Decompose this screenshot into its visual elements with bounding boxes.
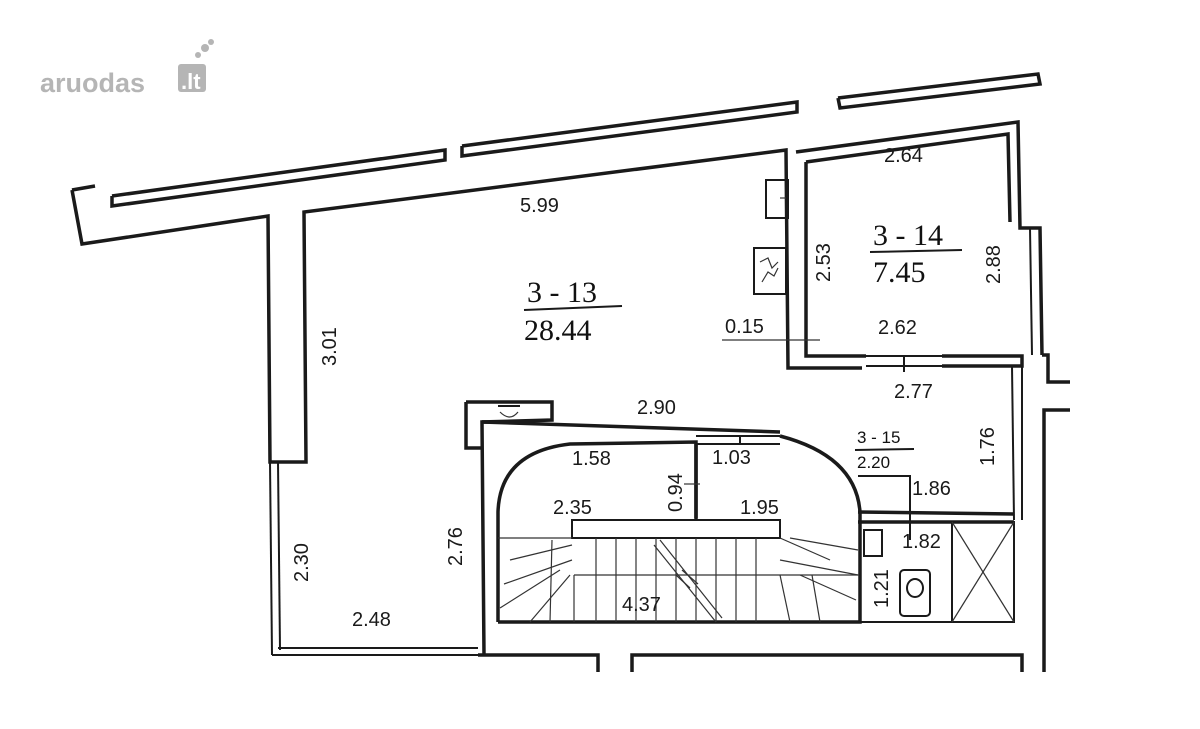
dim-2-35: 2.35 — [553, 497, 592, 519]
logo-smoke-icon-2 — [201, 44, 209, 52]
dim-5-99: 5.99 — [520, 195, 559, 217]
dim-3-01: 3.01 — [319, 327, 341, 366]
logo-smoke-icon-3 — [208, 39, 214, 45]
electrical-panel-icon — [753, 247, 787, 295]
room-label-3-13: 3 - 13 28.44 — [523, 276, 623, 347]
dim-1-82: 1.82 — [902, 531, 941, 553]
dim-2-88: 2.88 — [983, 245, 1005, 284]
dim-1-95: 1.95 — [740, 497, 779, 519]
toilet-icon — [899, 569, 931, 617]
room-3-14-walls — [795, 120, 1070, 672]
logo-brand-text: aruodas — [40, 68, 145, 98]
dim-2-76: 2.76 — [445, 527, 467, 566]
stair-treads — [498, 537, 860, 623]
dimension-lines — [684, 339, 820, 485]
stair-left-arch — [496, 440, 698, 622]
dim-2-48: 2.48 — [352, 609, 391, 631]
room-label-3-15: 3 - 15 2.20 — [854, 428, 915, 472]
room-3-15-area: 2.20 — [857, 453, 890, 472]
dim-2-30: 2.30 — [291, 543, 313, 582]
logo-house-shape — [178, 64, 206, 92]
room-3-15-walls — [857, 475, 1015, 623]
dim-4-37: 4.37 — [622, 594, 661, 616]
dim-1-03: 1.03 — [712, 447, 751, 469]
room-3-15-number: 3 - 15 — [857, 428, 900, 447]
dim-1-21: 1.21 — [871, 569, 893, 608]
room-3-13-number: 3 - 13 — [527, 276, 597, 309]
logo-smoke-icon — [195, 52, 201, 58]
stair-spine — [571, 519, 781, 539]
sink-icon — [499, 411, 519, 418]
top-outer-wall — [110, 72, 1043, 209]
basin-icon — [863, 529, 883, 557]
dim-2-64: 2.64 — [884, 145, 923, 167]
radiator-box — [765, 179, 789, 219]
dim-2-77: 2.77 — [894, 381, 933, 403]
dim-2-53: 2.53 — [813, 243, 835, 282]
room-label-3-14: 3 - 14 7.45 — [869, 219, 963, 289]
aruodas-logo: aruodas .lt — [40, 39, 214, 98]
dim-1-86: 1.86 — [912, 478, 951, 500]
wall-fixtures — [753, 179, 789, 295]
stair-right-arch — [498, 434, 862, 624]
dim-1-76: 1.76 — [977, 427, 999, 466]
room-3-13-walls — [70, 148, 1024, 672]
shower-tray — [951, 521, 1015, 623]
room-3-13-area: 28.44 — [524, 314, 592, 347]
room-3-14-area: 7.45 — [873, 256, 926, 289]
dim-2-62: 2.62 — [878, 317, 917, 339]
logo-tld-text: .lt — [181, 69, 201, 94]
dim-2-90: 2.90 — [637, 397, 676, 419]
stair-core-walls — [464, 400, 862, 656]
dim-0-15: 0.15 — [725, 316, 764, 338]
dim-1-58: 1.58 — [572, 448, 611, 470]
dim-0-94: 0.94 — [665, 473, 687, 512]
room-3-14-number: 3 - 14 — [873, 219, 943, 252]
